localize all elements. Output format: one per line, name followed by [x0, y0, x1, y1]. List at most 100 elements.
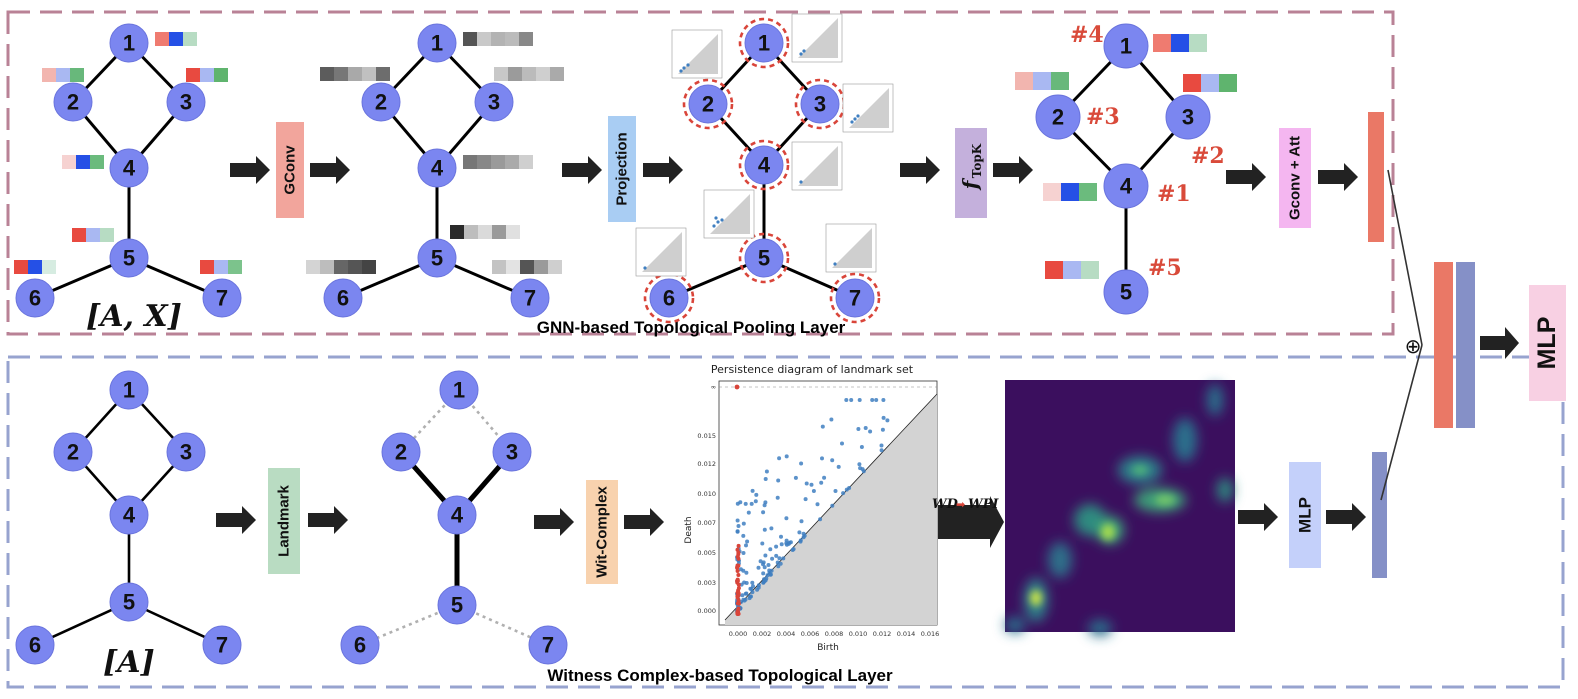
pd-h1-point — [768, 572, 773, 577]
pd-h1-point — [754, 492, 759, 497]
mini-pd-thumbnail — [703, 189, 755, 239]
embedding-vector — [463, 32, 533, 46]
pd-h0-point — [735, 578, 740, 583]
node-4: 4 — [744, 145, 784, 185]
svg-text:3: 3 — [180, 440, 192, 465]
pd-h1-point — [741, 568, 746, 573]
pd-h1-point — [774, 553, 779, 558]
pd-h1-point — [857, 398, 862, 402]
node-3: 3 — [1165, 94, 1211, 140]
node-1: 1 — [744, 23, 784, 63]
concat-vector-red — [1434, 262, 1453, 428]
svg-text:2: 2 — [395, 440, 407, 465]
input-label-ax: [A, X] — [86, 299, 182, 334]
svg-text:5: 5 — [123, 246, 135, 271]
svg-text:7: 7 — [524, 286, 536, 311]
svg-text:0.007: 0.007 — [697, 519, 716, 527]
node-1: 1 — [439, 370, 479, 410]
pd-h1-point — [744, 591, 749, 596]
svg-text:6: 6 — [29, 633, 41, 658]
pd-h1-point — [742, 598, 747, 603]
pd-h1-point — [763, 578, 768, 583]
pd-h1-point — [762, 527, 767, 532]
concat-vector-blue — [1456, 262, 1475, 428]
graph-input-adjacency: 1 2 3 4 5 6 7 — [15, 370, 242, 665]
landmark-box — [268, 468, 300, 574]
embedding-vector — [306, 260, 376, 274]
pd-h1-point — [762, 503, 767, 508]
mini-pd-thumbnail — [671, 29, 723, 79]
embedding-vector — [320, 67, 390, 81]
gconv-att-box — [1279, 128, 1311, 228]
svg-text:0.008: 0.008 — [825, 630, 844, 638]
arrow — [643, 156, 683, 184]
connector-line — [1387, 169, 1423, 346]
pd-h0-point — [736, 593, 741, 598]
svg-text:4: 4 — [451, 503, 464, 528]
persistence-diagram: Persistence diagram of landmark set ∞ 0.… — [684, 363, 939, 653]
svg-text:5: 5 — [451, 593, 463, 618]
node-5: 5 — [437, 585, 477, 625]
svg-text:2: 2 — [1052, 105, 1064, 130]
pd-h1-point — [766, 563, 771, 567]
gconv-box — [276, 122, 304, 218]
feature-vector — [1015, 72, 1069, 90]
graph-input-features: 1 2 3 4 5 6 7 — [14, 23, 242, 318]
node-2: 2 — [381, 432, 421, 472]
pd-xlabel: Birth — [817, 643, 839, 653]
wit-complex-box — [586, 480, 618, 584]
pd-h0-point — [736, 573, 741, 577]
pd-h1-point — [861, 469, 866, 474]
gconv-att-label: Gconv + Att — [1287, 136, 1304, 220]
svg-text:TopK: TopK — [970, 143, 984, 178]
pd-h1-point — [811, 489, 816, 493]
pd-h1-point — [885, 418, 890, 423]
svg-text:WPI: WPI — [968, 497, 999, 512]
pd-h1-point — [755, 587, 760, 592]
svg-text:4: 4 — [758, 153, 771, 178]
svg-text:0.003: 0.003 — [697, 579, 716, 587]
feature-vector — [14, 260, 56, 274]
svg-text:1: 1 — [123, 378, 135, 403]
embedding-vector — [494, 67, 564, 81]
svg-text:2: 2 — [67, 440, 79, 465]
pd-h1-point — [863, 426, 868, 430]
pd-h0-point — [736, 611, 741, 616]
pd-h0-point — [735, 565, 740, 569]
node-1: 1 — [1103, 23, 1149, 69]
node-2: 2 — [53, 432, 93, 472]
svg-text:1: 1 — [758, 31, 770, 56]
pd-h1-point — [798, 538, 803, 543]
svg-text:f: f — [958, 177, 982, 191]
pd-points — [734, 384, 890, 616]
rank-label-node5: #5 — [1148, 255, 1182, 281]
svg-text:1: 1 — [453, 378, 465, 403]
svg-text:7: 7 — [542, 633, 554, 658]
pd-h1-point — [815, 502, 820, 507]
pd-h1-point — [840, 441, 844, 446]
pd-y-ticks: 0.000 0.003 0.005 0.007 0.010 0.012 0.01… — [697, 432, 716, 615]
pd-h1-point — [870, 398, 875, 402]
mlp-label: MLP — [1296, 497, 1315, 533]
pd-h0-point — [736, 586, 741, 591]
node-7: 7 — [835, 278, 875, 318]
witness-section-border — [6, 355, 1565, 689]
pd-infinite-point — [734, 384, 740, 390]
topk-label: f TopK — [958, 143, 984, 191]
pd-h1-point — [775, 560, 780, 565]
node-3: 3 — [800, 84, 840, 124]
arrow — [562, 156, 602, 184]
pd-h1-point — [741, 551, 746, 555]
pooling-section-title: GNN-based Topological Pooling Layer — [537, 318, 846, 337]
mini-pd-thumbnail — [791, 13, 843, 63]
arrow — [1480, 327, 1519, 359]
node-1: 1 — [109, 370, 149, 410]
pd-h0-point — [736, 606, 741, 611]
pd-h1-point — [768, 547, 773, 552]
feature-vector — [1183, 74, 1237, 92]
mini-pd-thumbnail — [842, 83, 894, 133]
node-5: 5 — [109, 238, 149, 278]
gconv-label: GConv — [282, 145, 299, 195]
pd-ylabel: Death — [684, 516, 694, 543]
